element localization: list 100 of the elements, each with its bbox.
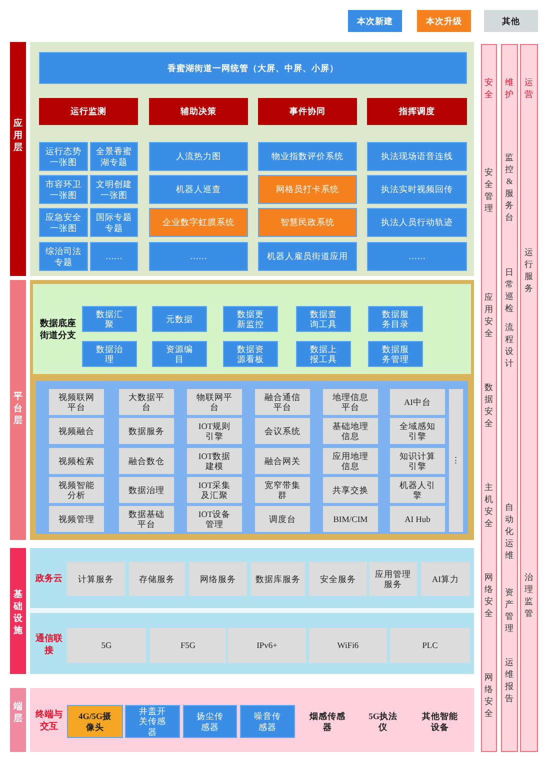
module-block: 5G	[67, 628, 146, 663]
module-block: 运行态势一张图	[39, 142, 88, 171]
column-heading: 运营	[524, 76, 534, 100]
band-heading: 通信联接	[34, 632, 64, 656]
module-block: 知识计算引擎	[390, 448, 445, 474]
module-block: F5G	[150, 628, 226, 663]
module-block: 数据服务	[119, 418, 174, 444]
column-item: 网络安全	[484, 571, 494, 619]
module-block: AI Hub	[390, 506, 445, 532]
module-block: 地理信息平台	[323, 389, 378, 415]
module-block: 全域感知引擎	[390, 418, 445, 444]
column-item: 流程设计	[504, 321, 515, 369]
module-block: 数据治理	[82, 341, 137, 367]
module-block: 视频融合	[49, 418, 104, 444]
device-label: 其他智能设备	[412, 705, 468, 738]
module-block: 资源编目	[152, 341, 207, 367]
device-label: 烟感传感器	[300, 705, 355, 738]
module-block: 企业数字虹膜系统	[149, 208, 248, 237]
module-block: 网络服务	[189, 562, 247, 596]
column-heading: 安全	[484, 76, 494, 100]
data-platform-panel	[33, 284, 471, 374]
module-block: 执法实时视频回传	[367, 175, 467, 204]
module-block: 存储服务	[129, 562, 185, 596]
column-item: 日常巡检	[504, 266, 515, 314]
category-header: 指挥调度	[367, 98, 467, 125]
module-block: 数据基础平台	[119, 506, 174, 532]
column-item: 安全管理	[484, 166, 494, 214]
band-heading: 终端与交互	[34, 708, 64, 732]
module-block: 会议系统	[255, 418, 310, 444]
module-block: ⋮	[449, 389, 463, 532]
module-block: 调度台	[255, 506, 310, 532]
module-block: 数据库服务	[251, 562, 305, 596]
legend-key: 其他	[484, 10, 538, 32]
module-block: 智慧民政系统	[258, 208, 357, 237]
capability-column	[520, 44, 538, 752]
module-block: 视频检索	[49, 448, 104, 474]
module-block: 元数据	[152, 306, 207, 332]
column-item: 主机安全	[484, 481, 494, 529]
module-block: 4G/5G摄像头	[67, 705, 123, 738]
module-block: ……	[90, 242, 138, 271]
module-block: 应急安全一张图	[39, 208, 88, 237]
column-item: 治理监管	[524, 571, 534, 619]
module-block: 物业指数评价系统	[258, 142, 357, 171]
module-block: 数据治理	[119, 477, 174, 503]
module-block: 香蜜湖街道一网统管（大屏、中屏、小屏）	[39, 52, 467, 84]
column-item: 监控&服务台	[504, 151, 515, 223]
module-block: 网格员打卡系统	[258, 175, 357, 204]
module-block: IOT设备管理	[187, 506, 242, 532]
module-block: IOT规则引擎	[187, 418, 242, 444]
category-header: 辅助决策	[149, 98, 248, 125]
module-block: AI中台	[390, 389, 445, 415]
module-block: 安全服务	[309, 562, 367, 596]
module-block: 数据资源看板	[223, 341, 278, 367]
module-block: 综治司法专题	[39, 242, 88, 271]
module-block: 扬尘传感器	[183, 705, 237, 738]
column-item: 应用安全	[484, 291, 494, 339]
module-block: 视频智能分析	[49, 477, 104, 503]
column-heading: 维护	[504, 76, 515, 100]
column-item: 网络安全	[484, 671, 494, 719]
device-label: 5G执法仪	[358, 705, 408, 738]
module-block: 人流热力图	[149, 142, 248, 171]
layer-label: 基础设施	[10, 548, 26, 674]
module-block: 数据汇聚	[82, 306, 137, 332]
module-block: 融合网关	[255, 448, 310, 474]
module-block: 国际专题专题	[90, 208, 138, 237]
module-block: 视频管理	[49, 506, 104, 532]
module-block: 数据查询工具	[296, 306, 351, 332]
module-block: 物联网平台	[187, 389, 242, 415]
module-block: 井盖开关传感器	[125, 705, 180, 738]
capability-column	[481, 44, 497, 752]
module-block: 数据服务管理	[368, 341, 423, 367]
column-item: 运行服务	[524, 246, 534, 294]
module-block: 大数据平台	[119, 389, 174, 415]
module-block: 融合通信平台	[255, 389, 310, 415]
module-block: 执法人员行动轨迹	[367, 208, 467, 237]
platform-panel	[33, 378, 471, 537]
module-block: 数据更新监控	[223, 306, 278, 332]
column-item: 运维报告	[504, 656, 515, 704]
band-panel	[30, 548, 474, 608]
column-item: 资产管理	[504, 586, 515, 634]
layer-label: 平台层	[10, 280, 26, 540]
module-block: ……	[149, 242, 248, 271]
module-block: 机器人引擎	[390, 477, 445, 503]
legend-key: 本次升级	[417, 10, 471, 32]
module-block: 计算服务	[67, 562, 125, 596]
category-header: 运行监测	[39, 98, 138, 125]
module-block: AI算力	[421, 562, 470, 596]
band-heading: 政务云	[34, 572, 64, 585]
module-block: 融合数仓	[119, 448, 174, 474]
module-block: 应用管理服务	[369, 562, 417, 596]
module-block: WiFi6	[309, 628, 387, 663]
group-heading: 数据底座街道分支	[38, 317, 77, 341]
column-item: 数据安全	[484, 381, 494, 429]
module-block: 机器人雇员街道应用	[258, 242, 357, 271]
module-block: 应用地理信息	[323, 448, 378, 474]
band-panel	[30, 613, 474, 674]
module-block: IOT采集及汇聚	[187, 477, 242, 503]
module-block: 噪音传感器	[240, 705, 295, 738]
layer-label: 应用层	[10, 42, 26, 276]
legend-key: 本次新建	[348, 10, 402, 32]
